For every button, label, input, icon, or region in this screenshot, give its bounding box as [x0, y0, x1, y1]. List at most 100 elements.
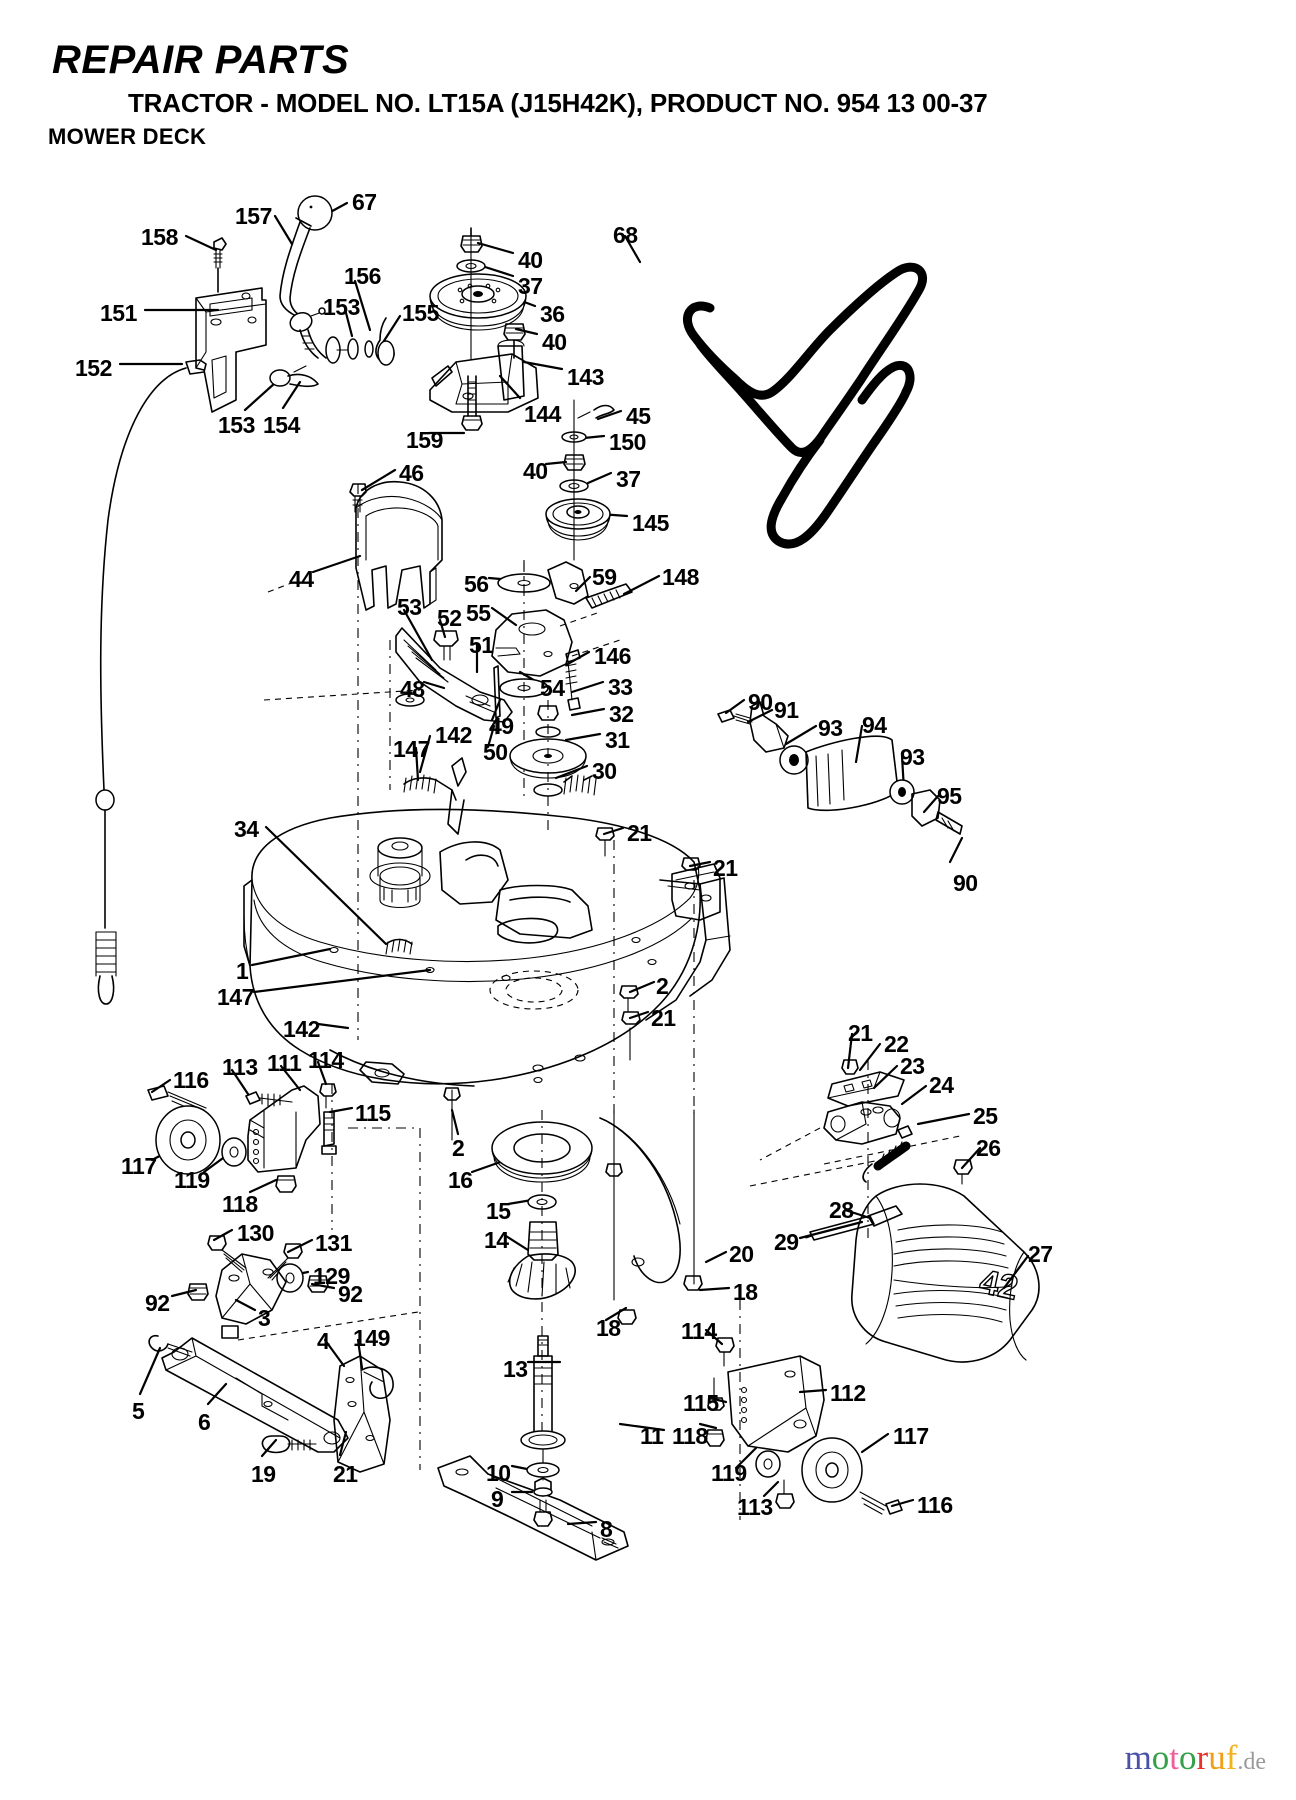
callout-148: 148	[662, 564, 699, 590]
callout-36: 36	[540, 301, 565, 327]
callout-118-b: 118	[672, 1423, 708, 1449]
callout-130: 130	[237, 1220, 274, 1246]
deck-hardware-21	[443, 827, 721, 1141]
callout-119-a: 119	[174, 1167, 210, 1193]
callout-147-a: 147	[393, 736, 430, 762]
callout-111: 111	[267, 1050, 302, 1076]
callout-56: 56	[464, 571, 489, 597]
callout-2-a: 2	[656, 973, 669, 999]
callout-46: 46	[399, 460, 424, 486]
callout-117-a: 117	[121, 1153, 157, 1179]
callout-40-b: 40	[542, 329, 567, 355]
callout-142-a: 142	[435, 722, 472, 748]
callout-40-c: 40	[523, 458, 548, 484]
callout-93-b: 93	[900, 744, 925, 770]
callout-118-a: 118	[222, 1191, 258, 1217]
callout-20: 20	[729, 1241, 754, 1267]
callout-158: 158	[141, 224, 178, 250]
callout-153-a: 153	[323, 294, 360, 320]
callout-23: 23	[900, 1053, 925, 1079]
callout-45: 45	[626, 403, 651, 429]
left-gauge-wheel-assembly	[147, 1083, 418, 1230]
callout-151: 151	[100, 300, 137, 326]
callout-22: 22	[884, 1031, 909, 1057]
callout-10: 10	[486, 1460, 511, 1486]
callout-115-b: 115	[683, 1390, 719, 1416]
callout-32: 32	[609, 701, 634, 727]
callout-50: 50	[483, 739, 508, 765]
callout-149: 149	[353, 1325, 390, 1351]
center-spindle-assembly	[437, 1110, 629, 1561]
callout-114-b: 114	[681, 1318, 717, 1344]
callout-155: 155	[402, 300, 439, 326]
callout-9: 9	[491, 1486, 504, 1512]
callout-21-c: 21	[651, 1005, 676, 1031]
center-idler-stack	[545, 399, 615, 561]
callout-91: 91	[774, 697, 799, 723]
callout-159: 159	[406, 427, 443, 453]
callout-67: 67	[352, 189, 377, 215]
callout-147-b: 147	[217, 984, 254, 1010]
callout-113-a: 113	[222, 1054, 258, 1080]
watermark-motoruf: motoruf.de	[1125, 1738, 1266, 1778]
callout-95: 95	[937, 783, 962, 809]
callout-3: 3	[258, 1305, 271, 1331]
callout-117-b: 117	[893, 1423, 929, 1449]
svg-text:42: 42	[976, 1263, 1021, 1308]
callout-5: 5	[132, 1398, 145, 1424]
callout-21-b: 21	[713, 855, 738, 881]
callout-154: 154	[263, 412, 300, 438]
callout-8: 8	[600, 1516, 613, 1542]
callout-21-a: 21	[627, 820, 652, 846]
drive-belt	[683, 262, 927, 549]
callout-26: 26	[976, 1135, 1001, 1161]
callout-33: 33	[608, 674, 633, 700]
callout-116-a: 116	[173, 1067, 209, 1093]
callout-55: 55	[466, 600, 491, 626]
callout-53: 53	[397, 594, 422, 620]
callout-27: 27	[1028, 1241, 1053, 1267]
page-title: REPAIR PARTS	[52, 38, 350, 82]
mandrel-parts	[395, 561, 633, 830]
callout-94: 94	[862, 712, 887, 738]
callout-13: 13	[503, 1356, 528, 1382]
callout-14: 14	[484, 1227, 509, 1253]
callout-16: 16	[448, 1167, 473, 1193]
callout-18-b: 18	[596, 1315, 621, 1341]
callout-93-a: 93	[818, 715, 843, 741]
callout-4: 4	[317, 1328, 330, 1354]
callout-52: 52	[437, 605, 462, 631]
callout-90-a: 90	[748, 689, 773, 715]
callout-145: 145	[632, 510, 669, 536]
callout-54: 54	[540, 675, 565, 701]
callout-152: 152	[75, 355, 112, 381]
callout-92-a: 92	[145, 1290, 170, 1316]
watermark-letter-t: t	[1169, 1738, 1180, 1777]
callout-157: 157	[235, 203, 272, 229]
callout-115-a: 115	[355, 1100, 391, 1126]
section-title: MOWER DECK	[48, 124, 207, 149]
callout-131: 131	[315, 1230, 352, 1256]
callout-114-a: 114	[308, 1047, 344, 1073]
callout-31: 31	[605, 727, 630, 753]
callout-30: 30	[592, 758, 617, 784]
callout-11: 11	[640, 1423, 664, 1449]
callout-90-b: 90	[953, 870, 978, 896]
roller-assembly	[717, 701, 963, 835]
watermark-letter-m: m	[1124, 1738, 1152, 1777]
callout-15: 15	[486, 1198, 511, 1224]
callout-146: 146	[594, 643, 631, 669]
callout-144: 144	[524, 401, 561, 427]
callout-44: 44	[289, 566, 314, 592]
model-subtitle: TRACTOR - MODEL NO. LT15A (J15H42K), PRO…	[128, 88, 988, 118]
callout-24: 24	[929, 1072, 954, 1098]
watermark-letter-f: f	[1225, 1738, 1238, 1777]
callout-113-b: 113	[737, 1494, 773, 1520]
callout-34: 34	[234, 816, 259, 842]
mower-deck	[243, 808, 731, 1087]
callout-28: 28	[829, 1197, 854, 1223]
callout-143: 143	[567, 364, 604, 390]
callout-116-b: 116	[917, 1492, 953, 1518]
callout-6: 6	[198, 1409, 211, 1435]
callout-92-b: 92	[338, 1281, 363, 1307]
